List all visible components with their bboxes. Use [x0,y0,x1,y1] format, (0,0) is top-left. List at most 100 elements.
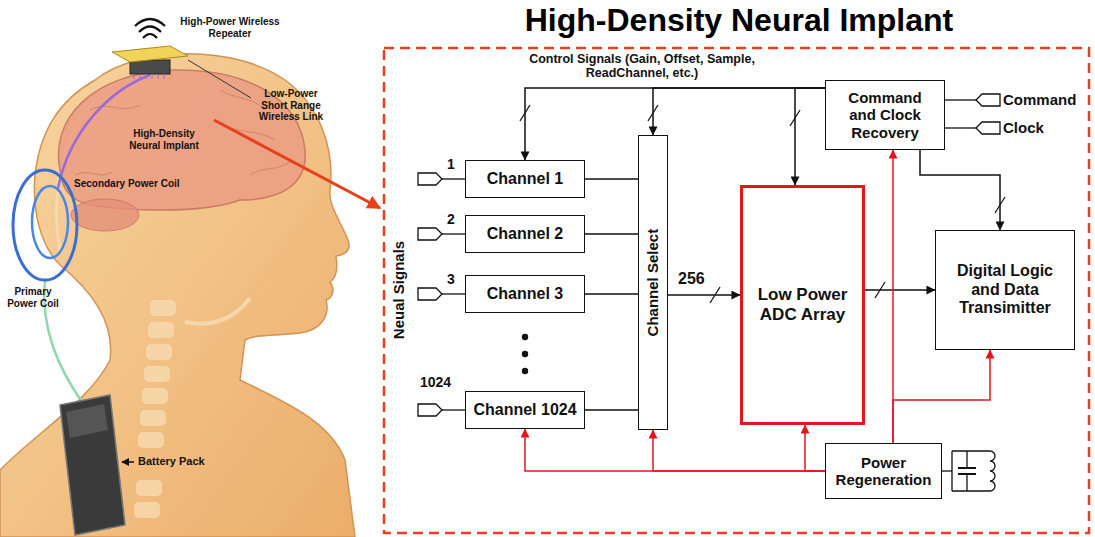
lc-tank-symbol [966,451,967,468]
signal-connector [585,293,638,295]
spine [144,366,170,382]
box-label: Channel 1 [471,170,579,188]
ellipsis-dots [522,368,528,374]
head-illustration [0,54,355,537]
power-connector [892,150,894,443]
spine [142,388,168,404]
callout-label: High-Density Neural Implant [118,128,210,151]
input-pads [418,404,442,416]
secondary-power-coil [32,186,68,258]
bus-width-label: 256 [676,270,707,288]
channel-number: 1024 [420,374,451,390]
signal-note: Control Signals (Gain, Offset, Sample, R… [522,52,762,81]
battery-leader [122,461,134,463]
signal-connector [585,409,638,411]
pad-wires [442,293,465,294]
primary-power-coil [13,170,77,280]
power-connector [525,429,825,471]
diagram-title: High-Density Neural Implant [383,2,1095,39]
cerebellum [71,199,139,231]
signal-connector [525,88,825,160]
box-label: Channel 1024 [471,401,579,419]
box-text-group: Channel Select [644,229,661,337]
ellipsis-dots [522,334,528,374]
lc-tank-symbol [952,450,990,451]
box-text-group: Power Regeneration [833,454,934,489]
signal-connector [865,289,935,291]
chip-pins [140,74,141,79]
spine [148,322,174,338]
lc-tank-symbol [966,474,967,491]
chip-pins [158,74,159,79]
pin-name: Clock [1003,119,1044,136]
input-pads [976,122,1000,134]
pad-wires [442,233,465,234]
lc-tank-symbol [958,467,976,469]
signal-connector [920,150,1000,230]
channel-number: 3 [447,271,455,287]
callout-label: Battery Pack [138,455,205,468]
box-label: Low Power ADC Array [750,285,855,324]
spine [140,410,166,426]
input-pads [976,94,1000,106]
spine [134,502,160,518]
spine [150,300,176,316]
power-connector [893,350,990,443]
callout-label: Secondary Power Coil [74,178,180,190]
power-regeneration-block: Power Regeneration [825,443,942,499]
link-leader [188,60,251,98]
channel-box: Channel 1 [465,160,585,198]
box-label: Command and Clock Recovery [833,89,937,141]
brain-folds [75,90,292,175]
recovery-block: Command and Clock Recovery [825,80,945,150]
lc-tank-symbol [951,451,952,491]
pin-name: Command [1003,91,1076,108]
channel-number: 1 [447,156,455,172]
box-label: Digital Logic and Data Transimitter [947,262,1063,317]
box-text-group: Channel 1 [471,170,579,188]
signal-connector [585,233,638,235]
spine [138,432,164,448]
implant-chip [130,60,170,74]
input-pads [418,288,442,300]
lc-tank-symbol [990,451,995,491]
spine [134,300,176,518]
lc-tank-symbol [952,490,990,491]
box-text-group: Low Power ADC Array [750,285,855,324]
lc-tank-symbol [942,470,952,471]
pad-wires [442,409,465,410]
battery-pack [60,395,125,535]
signal-connector [653,88,825,135]
channel-number: 2 [447,211,455,227]
ellipsis-dots [522,334,528,340]
power-connector [805,425,825,471]
box-text-group: Channel 1024 [471,401,579,419]
channel-box: Channel 2 [465,215,585,253]
head-silhouette [0,54,355,537]
adc-array-block: Low Power ADC Array [740,185,865,425]
spine [146,344,172,360]
signal-connector [585,178,638,180]
box-text-group: Digital Logic and Data Transimitter [947,262,1063,317]
input-pads [418,228,442,240]
chip-pins [152,74,153,79]
box-label: Channel 3 [471,285,579,303]
brain-folds [75,172,112,175]
wireless-symbol [139,27,161,33]
lc-tank-symbol [942,451,995,491]
chip-pins [146,74,147,79]
box-text-group: Channel 2 [471,225,579,243]
spine [136,480,162,496]
signal-connector [668,294,740,296]
power-connector [653,430,825,471]
wireless-repeater [112,46,188,62]
pad-wires [945,127,976,128]
channel-box: Channel 1024 [465,391,585,429]
chip-pins [134,74,135,79]
box-label: Channel 2 [471,225,579,243]
zoom-arrow [214,120,380,208]
input-pads [418,173,442,185]
implant-region-dashed [384,48,1089,533]
